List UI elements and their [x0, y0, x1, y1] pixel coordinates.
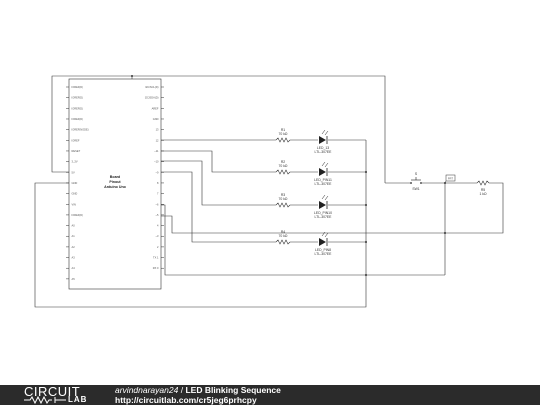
pin-label: IOREF(NODE): [72, 128, 89, 132]
arduino-board[interactable]: Board Pinout Arduino Uno IOREF(D) IOREF(D…: [66, 78, 164, 290]
resistor-r4[interactable]: R4 70 kΩ: [275, 230, 291, 245]
circuit-title: LED Blinking Sequence: [185, 385, 281, 395]
pin-label: ~6: [156, 202, 160, 206]
pin-label: ~5: [156, 213, 160, 217]
pin-label: IOREF(D): [72, 106, 84, 110]
author-link[interactable]: arvindnarayan24: [115, 385, 179, 395]
led-pin8[interactable]: LED_PIN8 LTL-307EE: [315, 231, 333, 256]
led-pin8-part: LTL-307EE: [315, 252, 333, 256]
pin-label: A4: [72, 266, 76, 270]
led-13-ref: LED_13: [317, 146, 329, 150]
led-pin10-part: LTL-307EE: [315, 215, 333, 219]
led-13-part: LTL-307EE: [315, 150, 333, 154]
pin-label: 8: [157, 181, 159, 185]
circuit-url-link[interactable]: http://circuitlab.com/cr5jeg6prhcpy: [115, 395, 257, 405]
pin-label: IOREF(D): [72, 85, 84, 89]
pin-label: ~9: [156, 170, 160, 174]
circuitlab-logo[interactable]: CIRCUIT LAB: [24, 384, 92, 404]
r4-value: 70 kΩ: [279, 234, 288, 238]
r1-ref: R1: [281, 128, 285, 132]
resistor-r2[interactable]: R2 70 kΩ: [275, 160, 291, 175]
logo-bottom-text: LAB: [68, 395, 88, 404]
led-pin10-ref: LED_PIN10: [314, 211, 332, 215]
logo-resistor-icon: [24, 396, 66, 404]
pin-label: ~10: [154, 160, 159, 164]
pin-label: 7: [157, 192, 159, 196]
pin-label: GND: [72, 181, 78, 185]
probe-marker[interactable]: PRT: [444, 174, 456, 184]
r3-ref: R3: [281, 193, 285, 197]
switch-sw1[interactable]: S SW1: [410, 172, 422, 191]
led-pin11-part: LTL-307EE: [315, 182, 333, 186]
r2-value: 70 kΩ: [279, 164, 288, 168]
pin-label: TX 1: [153, 256, 159, 260]
led-pin11[interactable]: LED_PIN11 LTL-307EE: [314, 161, 333, 186]
pin-label: ~11: [154, 149, 159, 153]
pin-label: 2: [157, 245, 159, 249]
pin-label: A3: [72, 256, 76, 260]
pin-label: 13: [156, 128, 159, 132]
pin-label: VIN: [72, 202, 76, 206]
pin-label: IOREF(D): [72, 96, 84, 100]
pin-label: IOREF(D): [72, 213, 84, 217]
pin-label: AREF: [152, 106, 159, 110]
title-separator: /: [180, 385, 184, 395]
resistor-r5[interactable]: R5 1 kΩ: [476, 180, 490, 196]
title-line: arvindnarayan24 / LED Blinking Sequence: [115, 385, 281, 395]
pin-label: I2C/SCL(D): [145, 85, 159, 89]
pin-label: GND: [72, 192, 78, 196]
pin-label: GND: [153, 117, 159, 121]
pin-label: 4: [157, 224, 159, 228]
pin-label: 12: [156, 138, 159, 142]
pin-label: A5: [72, 277, 76, 281]
pin-label: A0: [72, 224, 76, 228]
led-13[interactable]: LED_13 LTL-307EE: [315, 129, 333, 154]
resistor-r1[interactable]: R1 70 kΩ: [275, 128, 291, 143]
switch-top-label: S: [415, 172, 418, 176]
pin-label: ~3: [156, 234, 160, 238]
r5-ref: R5: [481, 188, 485, 192]
resistor-r3[interactable]: R3 70 kΩ: [275, 193, 291, 208]
pin-label: IOREF(D): [72, 117, 84, 121]
led-pin11-ref: LED_PIN11: [314, 178, 332, 182]
pin-label: RX 0: [153, 266, 159, 270]
pin-label: IOREF: [72, 138, 80, 142]
r4-ref: R4: [281, 230, 285, 234]
schematic-canvas: Board Pinout Arduino Uno IOREF(D) IOREF(D…: [34, 75, 504, 308]
board-title-1: Board: [110, 175, 120, 179]
wires: [34, 75, 504, 308]
r1-value: 70 kΩ: [279, 132, 288, 136]
board-title-2: Pinout: [109, 180, 121, 184]
footer-bar: CIRCUIT LAB arvindnarayan24 / LED Blinki…: [0, 385, 540, 405]
pin-label: RESET: [72, 149, 81, 153]
pin-label: 5V: [72, 170, 75, 174]
switch-ref: SW1: [412, 187, 419, 191]
pin-label: A2: [72, 245, 76, 249]
logo-top-text: CIRCUIT: [24, 384, 81, 399]
r2-ref: R2: [281, 160, 285, 164]
probe-label: PRT: [448, 177, 454, 181]
led-pin10[interactable]: LED_PIN10 LTL-307EE: [314, 194, 333, 219]
pin-label: I2C/SDA(D): [145, 96, 159, 100]
r5-value: 1 kΩ: [479, 192, 487, 196]
board-right-pins: I2C/SCL(D) I2C/SDA(D) AREF GND 13 12 ~11 ~10 ~9 8…: [145, 85, 164, 270]
pin-label: 3_3V: [72, 160, 78, 164]
board-title-3: Arduino Uno: [104, 185, 127, 189]
r3-value: 70 kΩ: [279, 197, 288, 201]
led-pin8-ref: LED_PIN8: [315, 248, 331, 252]
pin-label: A1: [72, 234, 76, 238]
